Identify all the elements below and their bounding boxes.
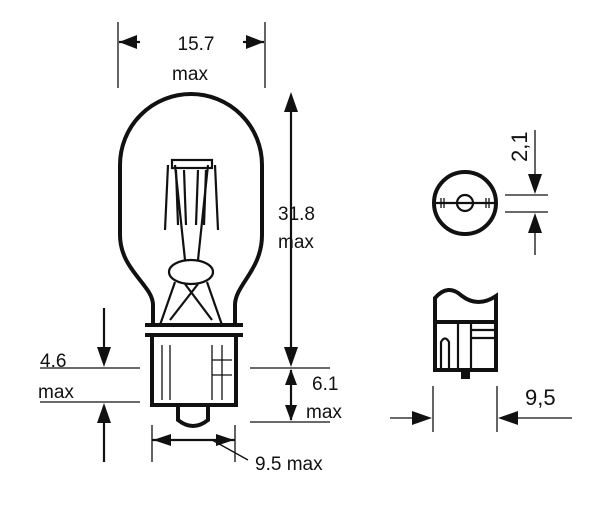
- width-dimension-15-7: 15.7 max: [117, 22, 266, 88]
- width-qualifier: max: [172, 64, 208, 85]
- arrowhead: [528, 213, 542, 233]
- base-detail-lines: [212, 359, 232, 376]
- wedge-base: [150, 333, 238, 407]
- base-right-value: 6.1: [312, 374, 338, 395]
- lead-wire-cross: [169, 283, 213, 321]
- bulb-front-view: [118, 92, 264, 428]
- arrowhead: [97, 347, 111, 367]
- bulb-side-view: 9,5: [390, 288, 572, 432]
- arrowhead: [285, 405, 297, 421]
- base-dimension-4-6: 4.6 max: [38, 308, 140, 462]
- end-view-gap-label: 2,1: [507, 131, 532, 162]
- arrowhead: [97, 403, 111, 423]
- height-qualifier: max: [278, 232, 314, 253]
- glass-bead: [167, 258, 215, 286]
- glass-envelope: [118, 92, 264, 325]
- side-view-detail-lines: [456, 322, 496, 370]
- leader-line: [211, 439, 249, 461]
- arrowhead: [216, 434, 234, 446]
- filament-top: [170, 158, 214, 170]
- arrowhead: [284, 347, 298, 367]
- filament-support-outer: [163, 164, 220, 231]
- base-tab: [176, 405, 210, 428]
- arrowhead: [412, 411, 432, 425]
- base-right-qualifier: max: [306, 402, 342, 423]
- base-detail-lines: [161, 345, 223, 400]
- base-width-dimension-9-5: 9.5 max: [151, 425, 323, 475]
- arrowhead: [119, 35, 137, 49]
- end-view-center-circle: [455, 193, 475, 213]
- side-view-contact: [439, 337, 451, 370]
- filament-coil: [174, 169, 208, 226]
- lead-wire: [158, 281, 224, 326]
- side-view-tab: [461, 370, 470, 379]
- base-left-qualifier: max: [38, 382, 74, 403]
- arrowhead: [246, 35, 264, 49]
- base-collar: [145, 323, 243, 337]
- arrowhead: [528, 174, 542, 194]
- arrowhead: [284, 92, 298, 112]
- side-view-width-label: 9,5: [525, 385, 556, 410]
- arrowhead: [153, 434, 171, 446]
- arrowhead: [285, 369, 297, 385]
- side-view-outline: [433, 288, 498, 372]
- arrowhead: [498, 411, 518, 425]
- width-value: 15.7: [178, 34, 215, 55]
- end-view-ticks: [440, 198, 490, 208]
- base-dimension-6-1: 6.1 max: [250, 367, 342, 423]
- height-value: 31.8: [278, 204, 315, 225]
- height-dimension-31-8: 31.8 max: [278, 92, 315, 367]
- base-left-value: 4.6: [40, 351, 66, 372]
- filament-support-inner: [173, 164, 210, 261]
- base-width-label: 9.5 max: [255, 454, 323, 475]
- bulb-end-view: 2,1: [432, 130, 548, 255]
